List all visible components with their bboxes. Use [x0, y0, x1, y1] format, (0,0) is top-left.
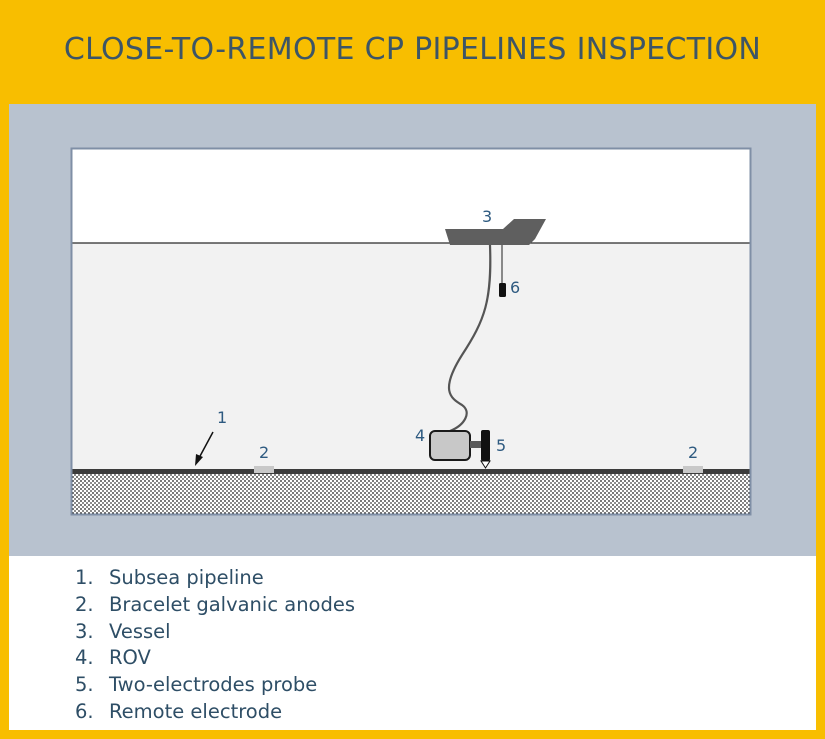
callout-rov: 4	[415, 426, 425, 445]
callout-probe: 5	[496, 436, 506, 455]
legend-item: 2.Bracelet galvanic anodes	[75, 592, 356, 616]
scene-border	[70, 147, 752, 516]
legend-item: 3.Vessel	[75, 619, 171, 643]
probe-tip	[480, 460, 491, 469]
legend-item: 6.Remote electrode	[75, 699, 283, 723]
remote-electrode	[499, 283, 506, 297]
callout-anode-left: 2	[259, 443, 269, 462]
legend-box	[9, 556, 816, 730]
legend-list: 1.Subsea pipeline 2.Bracelet galvanic an…	[75, 565, 355, 726]
pipeline-pointer-arrowhead	[195, 454, 203, 466]
page-title: CLOSE-TO-REMOTE CP PIPELINES INSPECTION	[63, 32, 762, 67]
pipeline	[72, 469, 750, 474]
legend-item: 4.ROV	[75, 646, 151, 670]
seabed	[72, 473, 750, 514]
vessel	[445, 219, 546, 245]
pipeline-pointer-line	[198, 431, 214, 459]
rov-arm	[470, 441, 482, 448]
anode-left	[254, 466, 274, 473]
callout-anode-right: 2	[688, 443, 698, 462]
callout-remote-electrode: 6	[510, 278, 520, 297]
anode-right	[683, 466, 703, 473]
two-electrodes-probe	[481, 430, 490, 461]
rov	[429, 430, 471, 461]
legend-item: 1.Subsea pipeline	[75, 566, 264, 589]
umbilical-cable	[447, 244, 492, 433]
sky-area	[72, 149, 750, 243]
callout-pipeline: 1	[217, 408, 227, 427]
legend-item: 5.Two-electrodes probe	[75, 673, 318, 697]
callout-vessel: 3	[482, 207, 492, 226]
water-area	[72, 243, 750, 470]
